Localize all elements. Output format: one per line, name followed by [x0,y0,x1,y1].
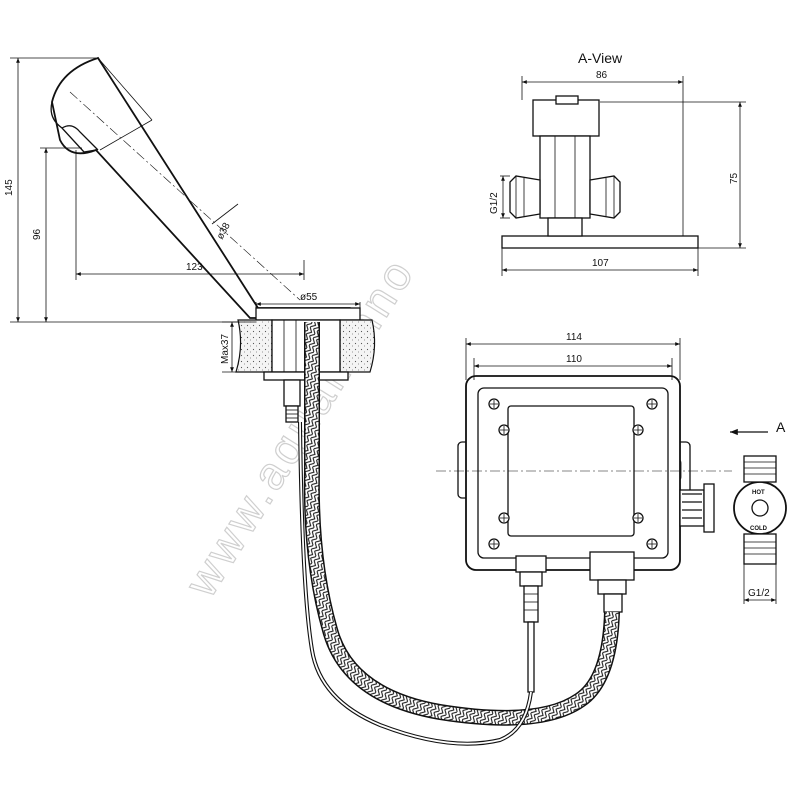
control-box [436,375,732,693]
dim-aview-top-width: 86 [596,70,608,81]
direction-label-a: A [776,419,786,435]
a-view-dimensions: 86 75 107 G1/2 [489,70,746,276]
dim-spout-diameter: ø38 [215,221,233,242]
a-view-title: A-View [578,50,623,66]
hot-port-label: HOT [752,490,765,496]
dim-height-total: 145 [4,179,15,196]
control-box-dimensions: 114 110 [465,332,681,380]
dim-aview-thread: G1/2 [489,192,500,214]
dim-reach: 123 [186,262,203,273]
dim-aview-base-width: 107 [592,258,609,269]
dim-valve-thread: G1/2 [748,588,770,599]
faucet-side-view [50,56,376,423]
sensor-cable [298,421,533,746]
screw-icon [488,398,658,550]
dim-base-diameter: ø55 [300,292,318,303]
cold-port-label: COLD [750,526,768,532]
dim-aview-height: 75 [729,172,740,184]
mixing-valve: HOT COLD G1/2 A [679,419,787,604]
dim-box-inner-width: 110 [566,354,582,365]
dim-max-deck: Max37 [220,334,231,364]
dim-box-outer-width: 114 [566,332,582,343]
braided-hose-main [303,322,620,726]
dim-height-outlet: 96 [32,228,43,240]
a-view: A-View [501,50,699,249]
faucet-dimensions: 145 96 123 ø38 ø55 Max37 [4,57,361,373]
